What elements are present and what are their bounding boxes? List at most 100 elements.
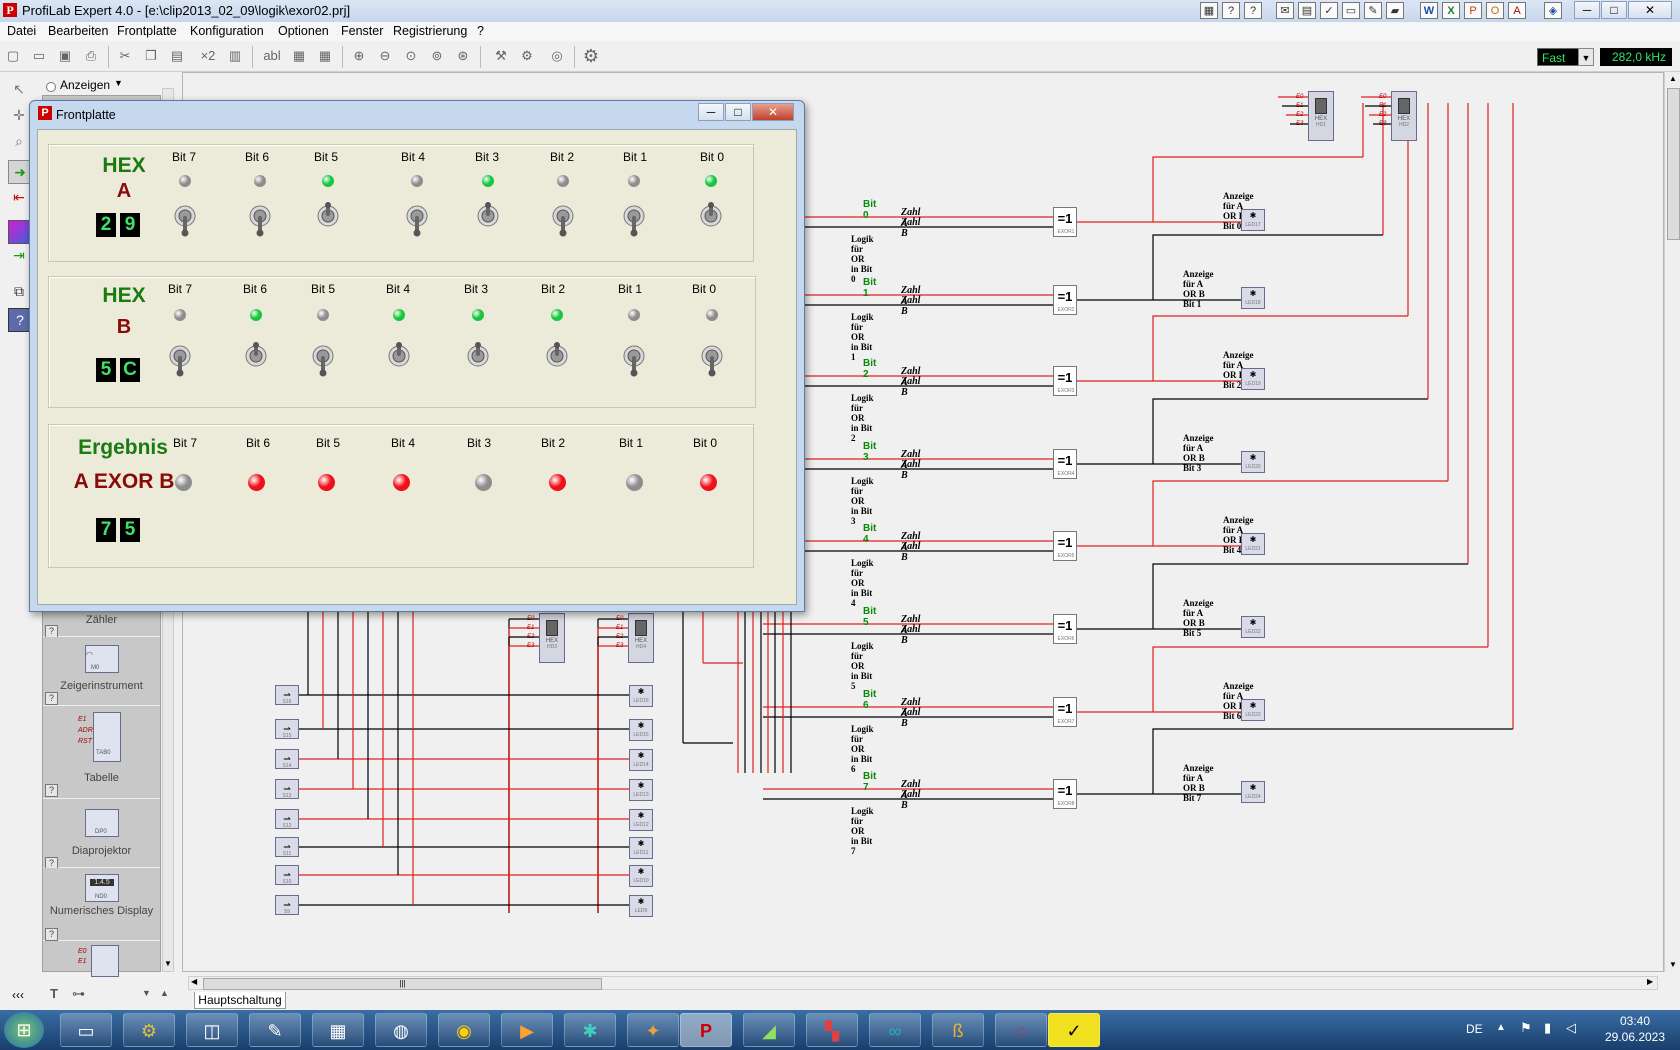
compile-icon[interactable]: ⚒ — [495, 48, 507, 63]
notes-icon[interactable]: ✎ — [1364, 2, 1382, 19]
display-led[interactable]: ✱LED21 — [1241, 533, 1265, 555]
input-switch[interactable]: ⇀S14 — [275, 749, 299, 769]
help-icon-2[interactable]: ? — [1244, 2, 1262, 19]
menu-registrierung[interactable]: Registrierung — [393, 24, 468, 38]
menu-help[interactable]: ? — [477, 24, 484, 38]
display-led[interactable]: ✱LED17 — [1241, 209, 1265, 231]
minimize-button[interactable]: ─ — [1574, 1, 1600, 19]
menu-datei[interactable]: Datei — [7, 24, 37, 38]
ring-app-icon[interactable]: ◌ — [995, 1013, 1047, 1047]
arrow-up-icon[interactable]: ▲ — [160, 988, 169, 998]
help-icon[interactable]: ? — [45, 784, 58, 797]
outlook-icon[interactable]: O — [1486, 2, 1504, 19]
menu-frontplatte[interactable]: Frontplatte — [117, 24, 177, 38]
chevron-down-icon[interactable]: ▼ — [114, 78, 123, 88]
magnifier-icon[interactable]: ⌕ — [15, 133, 23, 149]
group-b-toggle-switch-bit3[interactable] — [466, 342, 490, 380]
macro-icon[interactable]: ⧉ — [14, 283, 24, 299]
input-switch[interactable]: ⇀S15 — [275, 719, 299, 739]
chevron-down-icon[interactable]: ▼ — [1669, 960, 1677, 969]
grid-icon[interactable]: ▦ — [292, 48, 306, 63]
label-tool-button[interactable]: abl — [263, 48, 281, 63]
chrome-icon[interactable]: ◉ — [438, 1013, 490, 1047]
cut-icon[interactable]: ✂ — [119, 48, 131, 63]
menu-fenster[interactable]: Fenster — [341, 24, 384, 38]
display-led[interactable]: ✱LED22 — [1241, 616, 1265, 638]
zoom-in-icon[interactable]: ⊕ — [353, 48, 365, 63]
group-a-toggle-switch-bit6[interactable] — [248, 202, 272, 240]
vertical-scroll-thumb[interactable] — [1667, 88, 1680, 240]
flag-icon[interactable]: ⚑ — [1520, 1020, 1532, 1035]
print-icon[interactable]: ⎙ — [85, 48, 97, 63]
group-a-toggle-switch-bit5[interactable] — [316, 202, 340, 240]
access-icon[interactable]: A — [1508, 2, 1526, 19]
input-switch[interactable]: ⇀S12 — [275, 809, 299, 829]
display-led[interactable]: ✱LED19 — [1241, 368, 1265, 390]
group-a-toggle-switch-bit3[interactable] — [476, 202, 500, 240]
volume-icon[interactable]: ◁ — [1566, 1020, 1576, 1035]
lower-led[interactable]: ✱LED16 — [629, 685, 653, 707]
comp-numeric-display[interactable]: 1.4.5 ND0 Numerisches Display ? — [43, 868, 160, 941]
display-led[interactable]: ✱LED24 — [1241, 781, 1265, 803]
mail-icon[interactable]: ✉ — [1276, 2, 1294, 19]
chevron-down-icon[interactable]: ▼ — [164, 959, 172, 968]
tool-box-icon[interactable]: ▚ — [806, 1013, 858, 1047]
lower-led[interactable]: ✱LED15 — [629, 719, 653, 741]
speed-dropdown-arrow-icon[interactable]: ▼ — [1578, 48, 1594, 66]
settings-gear-icon[interactable]: ⚙ — [123, 1013, 175, 1047]
group-b-toggle-switch-bit7[interactable] — [168, 342, 192, 380]
paint-icon[interactable]: ✦ — [627, 1013, 679, 1047]
group-b-toggle-switch-bit0[interactable] — [700, 342, 724, 380]
comp-diaprojektor[interactable]: DP0 Diaprojektor ? — [43, 799, 160, 870]
lower-led[interactable]: ✱LED9 — [629, 895, 653, 917]
lower-led[interactable]: ✱LED12 — [629, 809, 653, 831]
zoom-out-icon[interactable]: ⊖ — [379, 48, 391, 63]
menu-bearbeiten[interactable]: Bearbeiten — [48, 24, 109, 38]
lower-led[interactable]: ✱LED10 — [629, 865, 653, 887]
profilab-taskbar-icon[interactable]: P — [680, 1013, 732, 1047]
text-tool-icon[interactable]: T — [50, 986, 58, 1001]
view-radio[interactable] — [46, 82, 56, 92]
group-a-toggle-switch-bit1[interactable] — [622, 202, 646, 240]
open-folder-icon[interactable]: ▭ — [32, 48, 46, 63]
journal-icon[interactable]: ▰ — [1386, 2, 1404, 19]
chevron-up-icon[interactable]: ▲ — [1669, 74, 1677, 83]
input-switch[interactable]: ⇀S10 — [275, 865, 299, 885]
arduino-icon[interactable]: ∞ — [869, 1013, 921, 1047]
snowflake-app-icon[interactable]: ✱ — [564, 1013, 616, 1047]
input-switch[interactable]: ⇀S11 — [275, 837, 299, 857]
input-switch[interactable]: ⇀S16 — [275, 685, 299, 705]
contact-icon[interactable]: ▭ — [1342, 2, 1360, 19]
chart-app-icon[interactable]: ◢ — [743, 1013, 795, 1047]
group-b-toggle-switch-bit6[interactable] — [244, 342, 268, 380]
input-switch[interactable]: ⇀S13 — [275, 779, 299, 799]
lower-led[interactable]: ✱LED14 — [629, 749, 653, 771]
grid-fine-icon[interactable]: ▦ — [318, 48, 332, 63]
explorer-icon[interactable]: ▭ — [60, 1013, 112, 1047]
zoom-reset-icon[interactable]: ⊛ — [457, 48, 469, 63]
front-panel-window[interactable]: P Frontplatte ─ □ ✕ HEX A 2 9 HEX B 5 C … — [29, 100, 805, 612]
media-player-icon[interactable]: ▶ — [501, 1013, 553, 1047]
office-icon[interactable]: ◈ — [1544, 2, 1562, 19]
keyboard-language[interactable]: DE — [1466, 1022, 1483, 1036]
input-switch[interactable]: ⇀S9 — [275, 895, 299, 915]
excel-icon[interactable]: X — [1442, 2, 1460, 19]
maximize-button[interactable]: □ — [1601, 1, 1627, 19]
chevron-left-icon[interactable]: ◀ — [191, 977, 198, 986]
menu-konfiguration[interactable]: Konfiguration — [190, 24, 264, 38]
lower-led[interactable]: ✱LED13 — [629, 779, 653, 801]
copy-icon[interactable]: ❐ — [145, 48, 157, 63]
fp-maximize-button[interactable]: □ — [725, 103, 751, 121]
delete-icon[interactable]: ▥ — [228, 48, 242, 63]
calendar-icon[interactable]: ▤ — [1298, 2, 1316, 19]
